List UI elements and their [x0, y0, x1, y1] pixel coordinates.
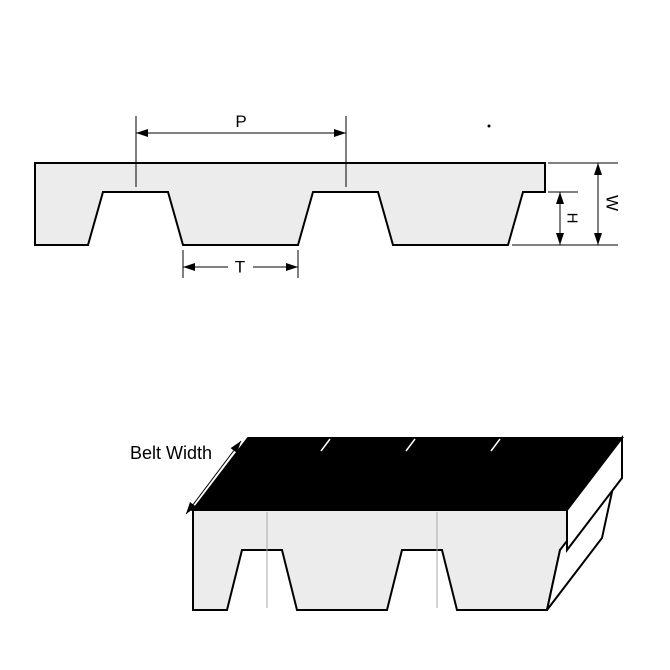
belt-front-face — [192, 509, 568, 611]
perspective-view: Belt Width — [130, 435, 625, 611]
tooth-height-label: H — [564, 213, 581, 224]
top-seam-tick — [405, 438, 416, 452]
belt-width-label: Belt Width — [130, 443, 212, 463]
stray-mark — [487, 124, 491, 128]
belt-width-arrow — [185, 440, 242, 515]
belt-end-face — [566, 435, 623, 553]
tooth-width-label: T — [235, 258, 245, 277]
profile-view: P T H W — [34, 112, 622, 278]
top-seam-tick — [490, 438, 501, 452]
belt-cross-section — [34, 162, 546, 246]
thickness-label: W — [603, 195, 622, 211]
pitch-label: P — [235, 112, 246, 131]
top-seam-tick — [320, 438, 331, 452]
tooth-width-label-background — [228, 258, 253, 276]
